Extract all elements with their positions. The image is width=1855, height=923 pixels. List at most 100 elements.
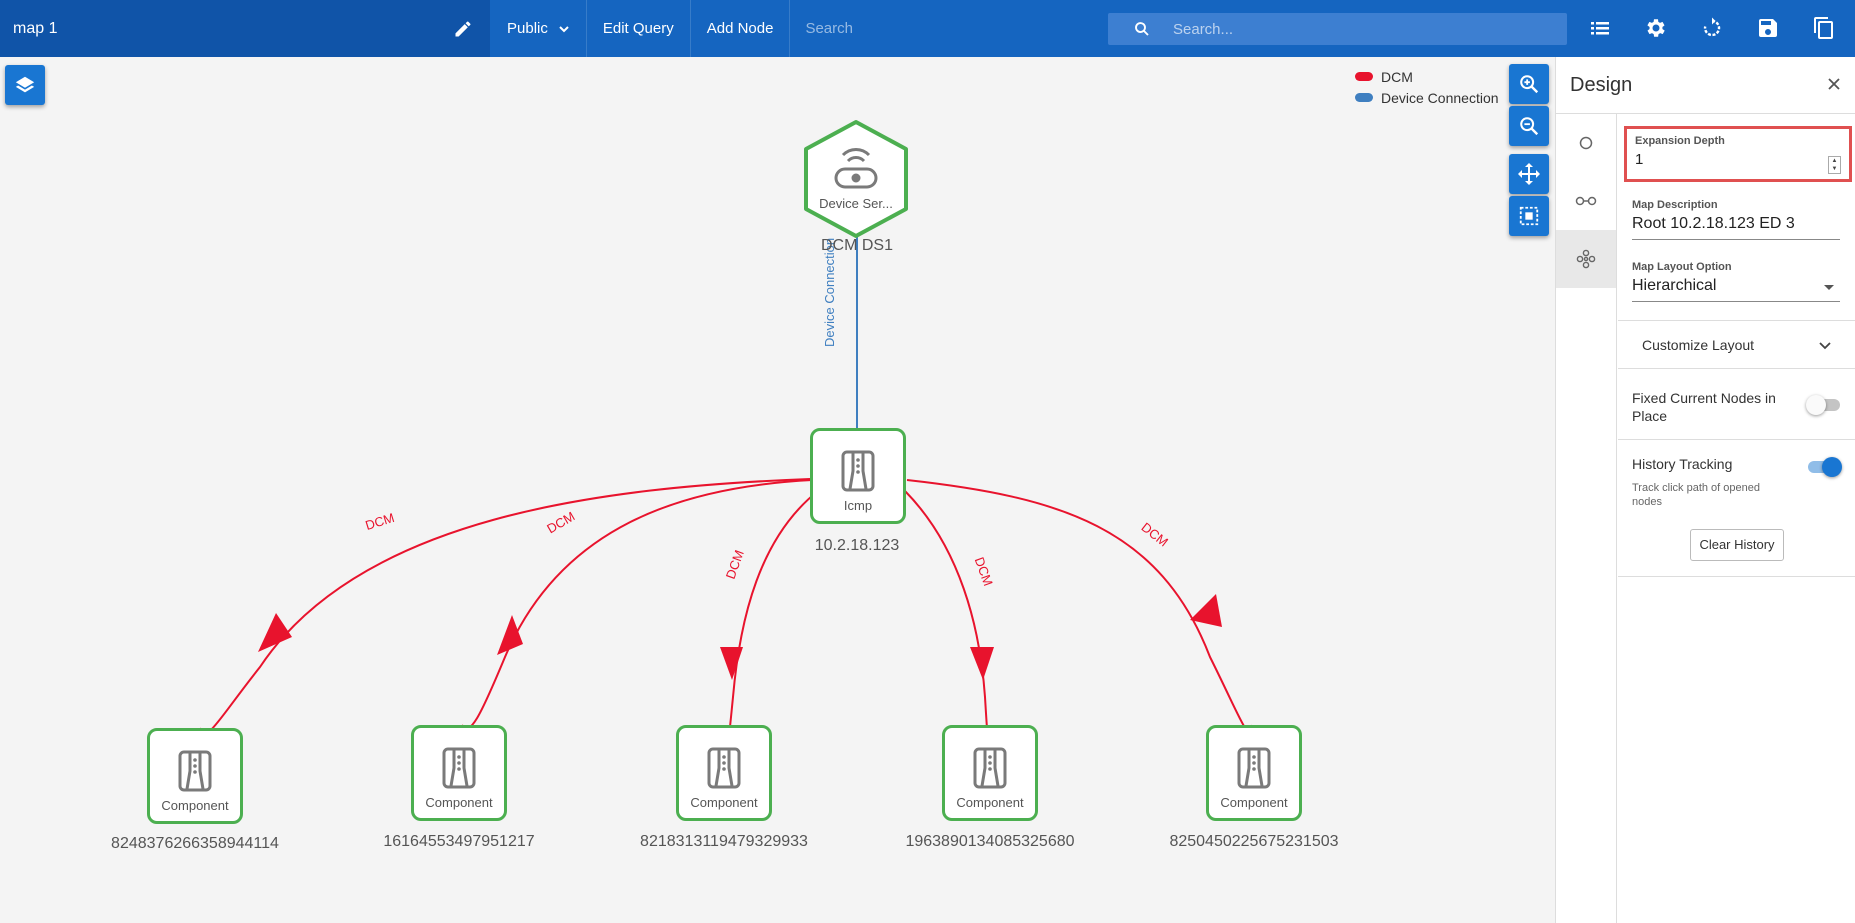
arrow-head-2: [497, 615, 523, 655]
close-icon[interactable]: [1825, 75, 1843, 93]
clear-history-button[interactable]: Clear History: [1690, 528, 1784, 561]
map-description-field: Map Description Root 10.2.18.123 ED 3: [1618, 199, 1855, 240]
zoom-out-button[interactable]: [1509, 106, 1549, 146]
save-icon[interactable]: [1756, 16, 1780, 40]
arrow-head-4: [970, 647, 994, 680]
add-node-button[interactable]: Add Node: [691, 0, 791, 57]
map-layout-field: Map Layout Option Hierarchical: [1618, 261, 1855, 302]
spinner-up-icon[interactable]: ▲: [1831, 158, 1838, 164]
tab-node-style[interactable]: [1556, 114, 1616, 172]
panel-title: Design: [1570, 73, 1633, 96]
child-node-3[interactable]: Component: [676, 725, 772, 821]
history-tracking-hint: Track click path of opened nodes: [1632, 482, 1760, 508]
history-tracking-row: History Tracking: [1618, 456, 1855, 478]
map-canvas[interactable]: Device Connection DCM DCM DCM DCM DCM De…: [0, 57, 1555, 923]
dcm-edge-5[interactable]: [906, 479, 1253, 733]
child-node-type: Component: [161, 798, 229, 813]
chevron-down-icon: [559, 25, 569, 32]
fixed-nodes-label: Fixed Current Nodes in Place: [1632, 390, 1776, 425]
component-icon: [1237, 747, 1271, 789]
global-search-input[interactable]: [1173, 20, 1553, 38]
legend-swatch-device-connection: [1355, 93, 1373, 102]
legend-label-dcm: DCM: [1381, 68, 1413, 85]
edit-query-button[interactable]: Edit Query: [587, 0, 691, 57]
select-frame-icon: [1519, 206, 1539, 226]
toggle-knob: [1806, 395, 1826, 415]
panel-body: Expansion Depth ▲ ▼ Map Description Root…: [1618, 114, 1855, 577]
map-layout-select[interactable]: Hierarchical: [1632, 277, 1840, 302]
zoom-in-button[interactable]: [1509, 64, 1549, 104]
history-tracking-toggle[interactable]: [1806, 456, 1842, 478]
circle-icon: [1579, 136, 1593, 150]
customize-layout-section[interactable]: Customize Layout: [1618, 320, 1855, 369]
component-icon: [841, 450, 875, 492]
root-node-label: DCM DS1: [820, 237, 893, 254]
dcm-edge-2[interactable]: [461, 479, 813, 730]
fit-selection-button[interactable]: [1509, 196, 1549, 236]
dcm-edge-3[interactable]: [725, 490, 819, 747]
history-tracking-label: History Tracking: [1632, 456, 1733, 473]
edit-query-label: Edit Query: [602, 20, 674, 37]
child-node-label: 16164553497951217: [383, 833, 535, 850]
root-node[interactable]: [801, 119, 911, 239]
design-panel: Design Expansion Depth ▲ ▼ Map Descripti…: [1555, 57, 1855, 923]
expansion-depth-label: Expansion Depth: [1635, 135, 1725, 147]
visibility-label: Public: [507, 20, 548, 37]
caret-down-icon: [1824, 285, 1834, 290]
section-divider: [1618, 439, 1855, 441]
child-node-type: Component: [1220, 795, 1288, 810]
wireless-router-icon: [834, 148, 878, 189]
component-icon: [707, 747, 741, 789]
fixed-nodes-toggle[interactable]: [1806, 394, 1842, 415]
arrow-head-3: [720, 647, 743, 680]
hub-node[interactable]: Icmp: [810, 428, 906, 524]
chevron-down-icon: [1819, 342, 1831, 350]
legend-label-device-connection: Device Connection: [1381, 89, 1499, 106]
child-node-label: 1963890134085325680: [905, 833, 1075, 850]
network-icon: [1576, 249, 1596, 269]
toggle-knob: [1822, 457, 1842, 478]
legend-swatch-dcm: [1355, 72, 1373, 81]
child-node-label: 8250450225675231503: [1169, 833, 1339, 850]
move-arrows-icon: [1518, 163, 1540, 185]
map-layout-label: Map Layout Option: [1632, 261, 1732, 273]
expansion-depth-field: Expansion Depth ▲ ▼: [1624, 126, 1852, 182]
node-search-input[interactable]: [805, 20, 1086, 37]
gear-icon[interactable]: [1644, 16, 1668, 40]
copy-icon[interactable]: [1812, 16, 1836, 40]
arrow-head-1: [258, 613, 292, 652]
visibility-dropdown[interactable]: Public: [490, 0, 587, 57]
map-description-label: Map Description: [1632, 199, 1718, 211]
dcm-edge-1[interactable]: [199, 478, 811, 735]
child-node-4[interactable]: Component: [942, 725, 1038, 821]
component-icon: [178, 750, 212, 792]
dcm-edge-4[interactable]: [904, 490, 991, 747]
section-divider: [1618, 575, 1855, 577]
spinner-down-icon[interactable]: ▼: [1831, 166, 1838, 172]
tab-edge-style[interactable]: [1556, 172, 1616, 230]
legend-item-device-connection: Device Connection: [1355, 87, 1499, 108]
legend: DCM Device Connection: [1355, 66, 1499, 108]
list-icon[interactable]: [1588, 16, 1612, 40]
expansion-depth-input[interactable]: [1635, 151, 1805, 168]
layers-icon: [15, 76, 35, 93]
tab-layout[interactable]: [1556, 230, 1616, 288]
child-node-type: Component: [690, 795, 758, 810]
layers-button[interactable]: [5, 65, 45, 105]
customize-layout-label: Customize Layout: [1642, 336, 1755, 353]
global-search: [1108, 13, 1567, 45]
child-node-label: 8248376266358944114: [111, 835, 279, 852]
child-node-2[interactable]: Component: [411, 725, 507, 821]
legend-item-dcm: DCM: [1355, 66, 1499, 87]
pencil-icon[interactable]: [453, 19, 473, 39]
refresh-icon[interactable]: [1700, 16, 1724, 40]
map-description-input[interactable]: Root 10.2.18.123 ED 3: [1632, 215, 1840, 240]
component-icon: [442, 747, 476, 789]
expansion-depth-spinner[interactable]: ▲ ▼: [1828, 156, 1841, 174]
panel-header: Design: [1556, 57, 1855, 114]
pan-button[interactable]: [1509, 154, 1549, 194]
child-node-5[interactable]: Component: [1206, 725, 1302, 821]
map-title-area: map 1: [0, 0, 490, 57]
child-node-1[interactable]: Component: [147, 728, 243, 824]
panel-tabs: [1556, 114, 1617, 923]
